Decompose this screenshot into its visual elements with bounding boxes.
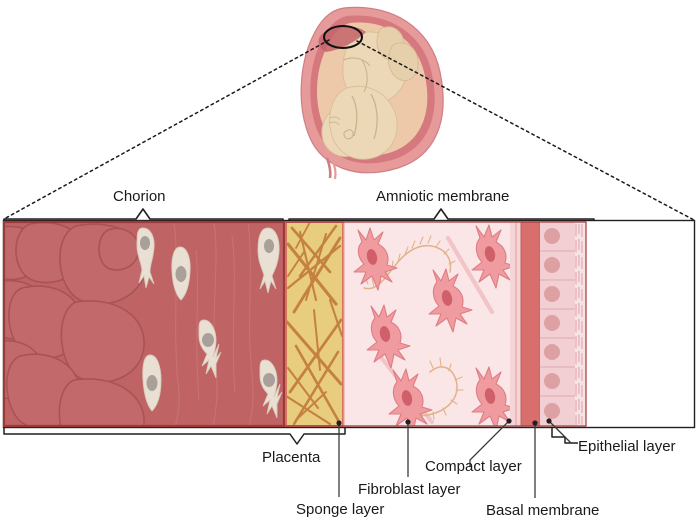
microvilli — [575, 224, 583, 425]
epithelial-nuclei — [544, 228, 560, 419]
label-basal-membrane: Basal membrane — [486, 502, 600, 519]
connector-line-right — [356, 40, 695, 221]
bracket-placenta — [3, 427, 346, 445]
uterus-illustration — [300, 6, 444, 180]
connector-line-left — [3, 39, 330, 220]
leader-compact — [469, 420, 510, 467]
chorion-cell-nuclei — [140, 236, 275, 391]
leader-epithelial — [548, 420, 572, 444]
layer-epithelial — [540, 222, 586, 426]
microvilli-band — [575, 222, 586, 426]
bracket-amniotic-membrane — [288, 208, 595, 231]
label-placenta: Placenta — [262, 449, 321, 466]
layer-chorion — [2, 220, 286, 428]
label-sponge-layer: Sponge layer — [296, 501, 385, 518]
label-chorion: Chorion — [113, 188, 166, 205]
label-amniotic-membrane: Amniotic membrane — [376, 188, 510, 205]
layer-amnion-stroma — [343, 221, 521, 427]
leader-lines — [336, 418, 572, 498]
label-compact-layer: Compact layer — [425, 458, 522, 475]
callout-oval-marker — [322, 24, 364, 50]
stellate-cell-nuclei — [366, 246, 496, 406]
layer-basal-membrane — [520, 221, 541, 427]
bracket-chorion — [3, 208, 284, 231]
label-epithelial-layer: Epithelial layer — [578, 438, 676, 455]
fetus — [321, 26, 419, 160]
bracket-epithelial-layer — [551, 427, 578, 444]
layer-sponge — [285, 221, 344, 427]
label-fibroblast-layer: Fibroblast layer — [358, 481, 461, 498]
